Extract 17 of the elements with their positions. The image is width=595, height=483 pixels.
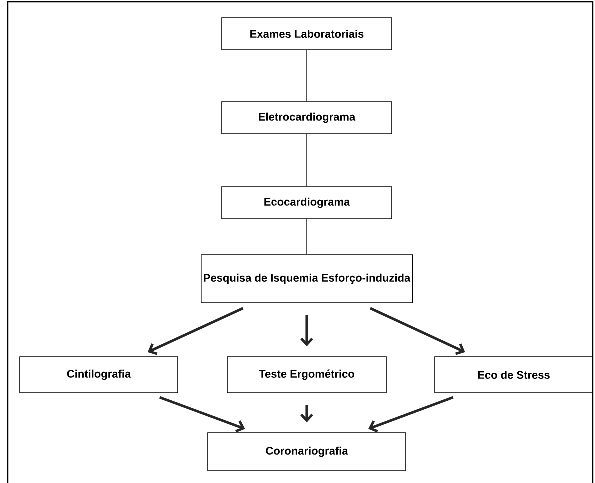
- arrow: [300, 315, 314, 347]
- connector-line: [306, 50, 308, 102]
- process-box: Eco de Stress: [434, 356, 594, 394]
- arrow: [370, 307, 466, 356]
- process-box: Eletrocardiograma: [222, 102, 392, 134]
- connector-line: [306, 219, 308, 255]
- arrow: [300, 405, 314, 423]
- process-box: Coronariografia: [208, 432, 406, 472]
- arrow: [148, 307, 244, 356]
- arrow: [159, 396, 246, 433]
- process-box: Teste Ergométrico: [227, 356, 387, 394]
- process-box: Ecocardiograma: [222, 186, 392, 220]
- connector-line: [306, 134, 308, 187]
- arrow: [368, 396, 454, 433]
- process-box: Pesquisa de Isquemia Esforço-induzida: [200, 254, 413, 304]
- process-box: Cintilografia: [20, 356, 178, 394]
- process-box: Exames Laboratoriais: [222, 18, 392, 50]
